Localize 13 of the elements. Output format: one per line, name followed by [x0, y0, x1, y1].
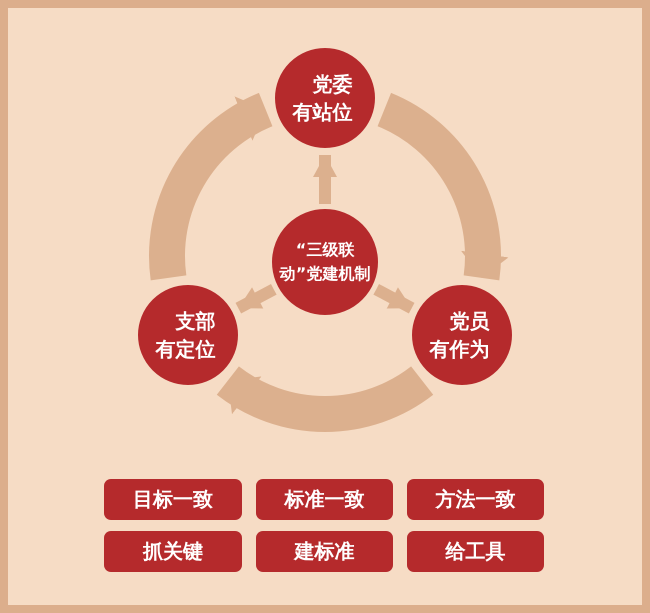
label-box: 方法一致	[407, 479, 544, 520]
node-label: 党员有作为	[429, 308, 490, 363]
arrow	[373, 284, 415, 314]
label-box: 给工具	[407, 531, 544, 572]
label-box: 建标准	[256, 531, 393, 572]
node-label: 支部有定位	[155, 308, 216, 363]
label-box: 目标一致	[104, 479, 242, 520]
node-label: 党委有站位	[292, 71, 353, 126]
label-box: 抓关键	[104, 531, 242, 572]
node-label: “三级联动”党建机制	[278, 239, 372, 285]
arrow	[313, 155, 337, 204]
arrow	[235, 284, 277, 314]
label-box: 标准一致	[256, 479, 393, 520]
